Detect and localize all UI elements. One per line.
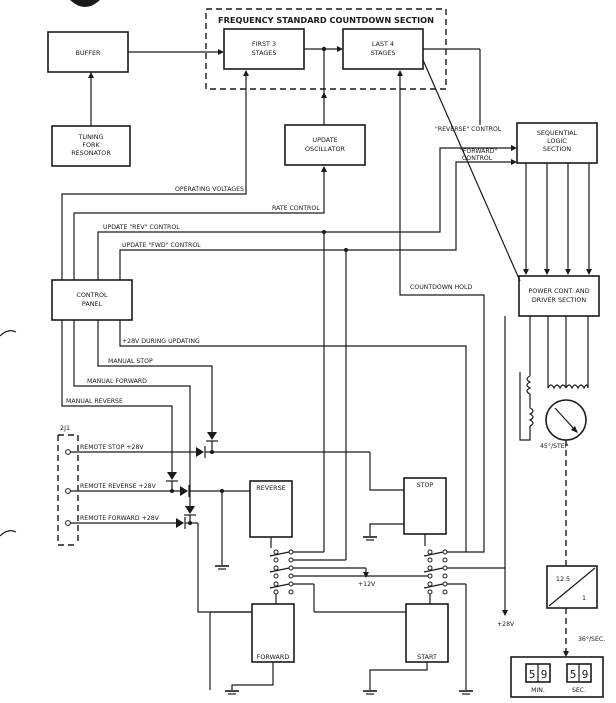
manual-reverse-label: MANUAL REVERSE bbox=[66, 398, 123, 405]
last-stages-block: LAST 4 STAGES bbox=[342, 28, 424, 70]
manual-forward-label: MANUAL FORWARD bbox=[87, 378, 147, 385]
control-panel-label-1: CONTROL bbox=[76, 291, 108, 299]
minutes-label: MIN. bbox=[531, 687, 545, 694]
control-panel-label-2: PANEL bbox=[82, 300, 103, 308]
tuning-fork-label-3: RESONATOR bbox=[71, 149, 111, 157]
minutes-units-digit: 9 bbox=[541, 668, 548, 681]
update-osc-label-2: OSCILLATOR bbox=[305, 145, 346, 153]
connector-label: 2J1 bbox=[60, 424, 70, 432]
power-driver-label-2: DRIVER SECTION bbox=[532, 296, 587, 304]
minutes-tens-digit: 5 bbox=[529, 668, 536, 681]
operating-voltages-label: OPERATING VOLTAGES bbox=[175, 186, 244, 193]
gear-ratio-block: 12.5 1 bbox=[546, 565, 598, 609]
buffer-block: BUFFER bbox=[47, 31, 129, 73]
remote-forward-label: REMOTE FORWARD +28V bbox=[80, 515, 160, 522]
reverse-control-label: "REVERSE" CONTROL bbox=[435, 126, 502, 133]
first-stages-label-1: FIRST 3 bbox=[252, 40, 276, 48]
power-driver-block: POWER CONT. AND DRIVER SECTION bbox=[518, 275, 600, 317]
seq-logic-label-1: SEQUENTIAL bbox=[537, 129, 578, 137]
first-stages-label-2: STAGES bbox=[252, 49, 277, 57]
start-relay: START bbox=[405, 603, 449, 663]
manual-stop-label: MANUAL STOP bbox=[108, 358, 153, 365]
sequential-logic-block: SEQUENTIAL LOGIC SECTION bbox=[516, 122, 598, 164]
min-sec-display: 5 9 5 9 MIN. SEC. bbox=[510, 656, 604, 698]
forward-relay-label: FORWARD bbox=[257, 653, 290, 661]
seconds-tens-digit: 5 bbox=[570, 668, 577, 681]
reverse-relay-label: REVERSE bbox=[256, 484, 285, 492]
step-label: 45°/STEP bbox=[540, 442, 569, 450]
update-osc-label-1: UPDATE bbox=[312, 136, 337, 144]
seconds-units-digit: 9 bbox=[582, 668, 589, 681]
countdown-hold-label: COUNTDOWN HOLD bbox=[410, 284, 472, 291]
countdown-section-title: FREQUENCY STANDARD COUNTDOWN SECTION bbox=[218, 15, 434, 25]
seq-logic-label-3: SECTION bbox=[543, 145, 571, 153]
reverse-relay: REVERSE bbox=[249, 480, 293, 538]
plus12v-label: +12V bbox=[358, 581, 376, 588]
update-oscillator-block: UPDATE OSCILLATOR bbox=[284, 124, 366, 166]
tuning-fork-label-2: FORK bbox=[82, 141, 100, 149]
control-panel-block: CONTROL PANEL bbox=[51, 279, 133, 321]
stop-relay: STOP bbox=[403, 477, 447, 535]
rate-control-label: RATE CONTROL bbox=[272, 205, 320, 212]
wiring: OPERATING VOLTAGES RATE CONTROL UPDATE "… bbox=[57, 46, 605, 695]
start-relay-label: START bbox=[417, 653, 437, 661]
last-stages-label-1: LAST 4 bbox=[372, 40, 394, 48]
update-fwd-label: UPDATE "FWD" CONTROL bbox=[122, 242, 201, 249]
gear-ratio-top: 12.5 bbox=[556, 575, 570, 583]
page-decor bbox=[0, 0, 100, 537]
stop-relay-label: STOP bbox=[417, 481, 434, 489]
v28-updating-label: +28V DURING UPDATING bbox=[122, 338, 200, 345]
last-stages-label-2: STAGES bbox=[371, 49, 396, 57]
buffer-label: BUFFER bbox=[76, 49, 101, 57]
forward-control-label-2: CONTROL bbox=[462, 155, 493, 162]
update-rev-label: UPDATE "REV" CONTROL bbox=[103, 224, 180, 231]
gear-ratio-bottom: 1 bbox=[582, 594, 586, 602]
rate-sec-label: 36°/SEC. bbox=[578, 635, 605, 643]
first-stages-block: FIRST 3 STAGES bbox=[223, 28, 305, 70]
remote-reverse-label: REMOTE REVERSE +28V bbox=[80, 483, 157, 490]
forward-control-label-1: "FORWARD" bbox=[460, 148, 497, 155]
power-driver-label-1: POWER CONT. AND bbox=[528, 287, 589, 295]
tuning-fork-label-1: TUNING bbox=[78, 133, 104, 141]
forward-relay: FORWARD bbox=[251, 603, 295, 663]
plus28v-label: +28V bbox=[497, 621, 515, 628]
tuning-fork-block: TUNING FORK RESONATOR bbox=[51, 125, 131, 167]
seconds-label: SEC. bbox=[572, 687, 586, 694]
seq-logic-label-2: LOGIC bbox=[547, 137, 567, 145]
remote-stop-label: REMOTE STOP +28V bbox=[80, 444, 144, 451]
